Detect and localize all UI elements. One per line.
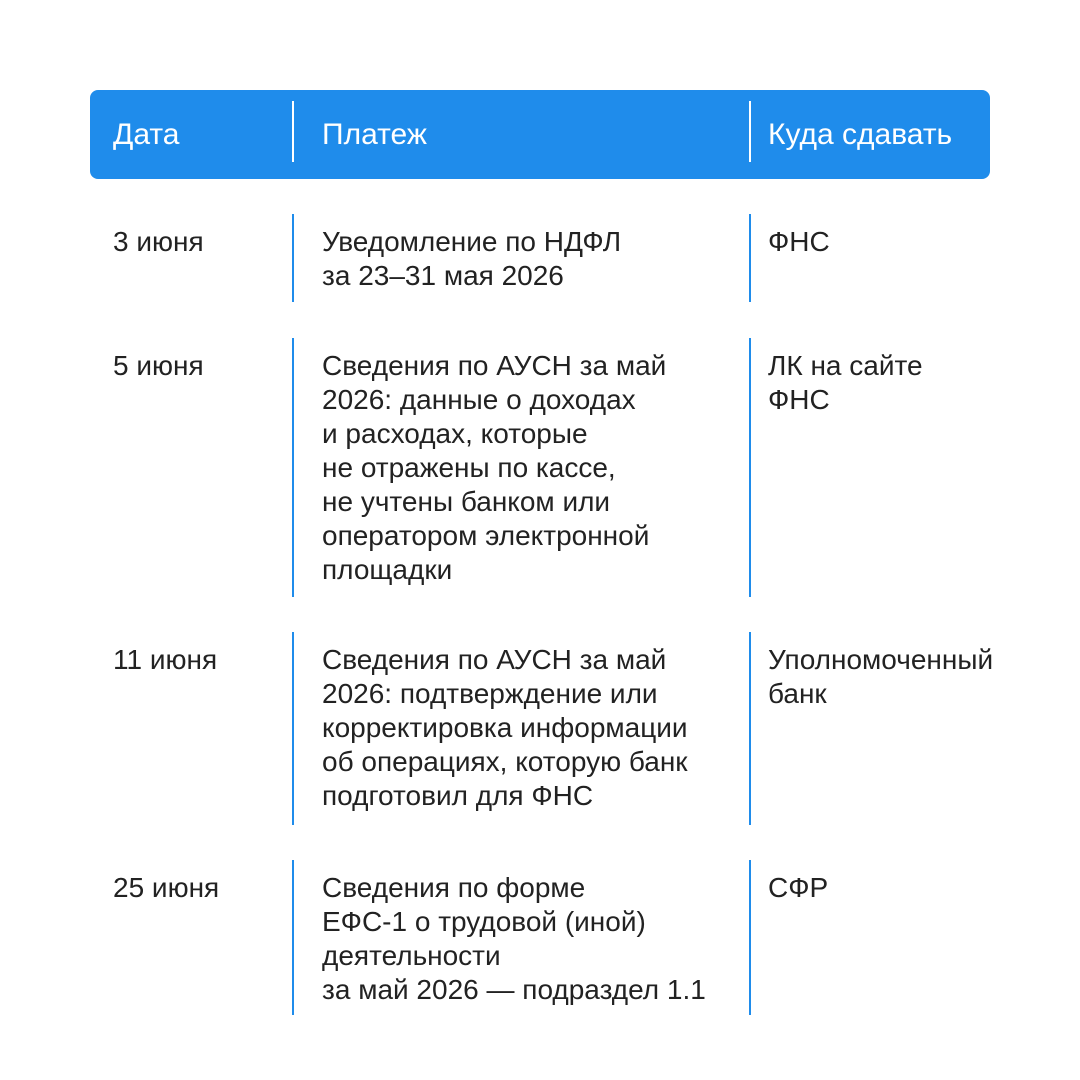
table-row: 5 июня Сведения по АУСН за май 2026: дан… — [0, 338, 1080, 597]
column-divider — [749, 632, 751, 825]
header-destination-label: Куда сдавать — [768, 118, 953, 151]
column-divider — [749, 860, 751, 1015]
row-payment: Сведения по АУСН за май 2026: данные о д… — [322, 350, 667, 585]
row-date: 25 июня — [113, 872, 220, 903]
row-payment: Уведомление по НДФЛ за 23–31 мая 2026 — [322, 226, 622, 291]
column-divider — [292, 860, 294, 1015]
column-divider — [292, 632, 294, 825]
row-date: 5 июня — [113, 350, 204, 381]
table-header: Дата Платеж Куда сдавать — [90, 90, 990, 179]
table-row: 25 июня Сведения по форме ЕФС-1 о трудов… — [0, 860, 1080, 1015]
row-destination: ЛК на сайте ФНС — [768, 350, 923, 415]
column-divider — [292, 214, 294, 302]
row-destination: СФР — [768, 872, 829, 903]
row-destination: ФНС — [768, 226, 830, 257]
row-payment: Сведения по форме ЕФС-1 о трудовой (иной… — [322, 872, 706, 1005]
column-divider — [749, 214, 751, 302]
table-row: 3 июня Уведомление по НДФЛ за 23–31 мая … — [0, 214, 1080, 302]
row-payment: Сведения по АУСН за май 2026: подтвержде… — [322, 644, 688, 811]
header-payment-label: Платеж — [322, 118, 427, 151]
table-row: 11 июня Сведения по АУСН за май 2026: по… — [0, 632, 1080, 825]
header-column-divider — [292, 101, 294, 162]
row-destination: Уполномоченный банк — [768, 644, 994, 709]
column-divider — [292, 338, 294, 597]
column-divider — [749, 338, 751, 597]
header-date-label: Дата — [113, 118, 180, 151]
header-column-divider — [749, 101, 751, 162]
row-date: 11 июня — [113, 644, 218, 675]
row-date: 3 июня — [113, 226, 204, 257]
